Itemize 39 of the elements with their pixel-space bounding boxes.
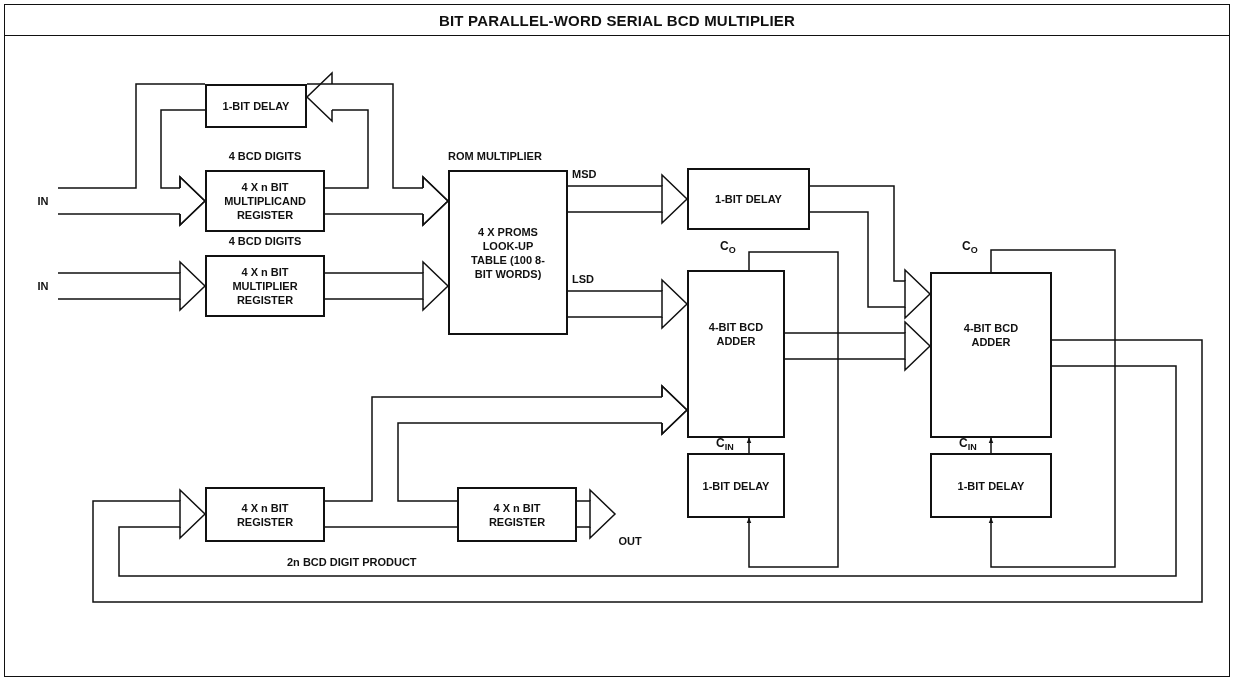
- process-box: 4 X n BIT REGISTER: [457, 487, 577, 542]
- block-heading: ROM MULTIPLIER: [448, 149, 543, 164]
- input-label: IN: [28, 276, 58, 296]
- bus-arrow: [324, 261, 449, 311]
- input-label: IN: [28, 191, 58, 211]
- process-box: 4 X n BIT MULTIPLICAND REGISTER: [205, 170, 325, 232]
- bus-arrow: [567, 279, 688, 329]
- edge-label: LSD: [572, 273, 594, 285]
- node-caption: 4 BCD DIGITS: [228, 235, 302, 247]
- pin-label: C$_{IN}$: [716, 436, 734, 452]
- process-box: 4 X n BIT REGISTER: [205, 487, 325, 542]
- process-box: 1-BIT DELAY: [930, 453, 1052, 518]
- bus-arrow: [784, 321, 931, 371]
- bus-arrow: [57, 261, 206, 311]
- bus-arrow: [809, 185, 931, 319]
- node-caption: 4 BCD DIGITS: [228, 150, 302, 162]
- process-box: 4-BIT BCD ADDER: [930, 272, 1052, 438]
- process-box: 1-BIT DELAY: [687, 168, 810, 230]
- diagram-title: BIT PARALLEL-WORD SERIAL BCD MULTIPLIER: [438, 11, 796, 29]
- bus-arrow: [92, 339, 1203, 603]
- process-box: 4 X PROMS LOOK-UP TABLE (100 8-BIT WORDS): [448, 170, 568, 335]
- note-label: 2n BCD DIGIT PRODUCT: [287, 556, 417, 568]
- line: [57, 83, 206, 189]
- line: [324, 526, 458, 528]
- pin-label: C$_{O}$: [962, 239, 978, 255]
- arrow: [988, 249, 1116, 568]
- arrow: [746, 251, 839, 568]
- bus-arrow: [567, 174, 688, 224]
- process-box: 4 X n BIT MULTIPLIER REGISTER: [205, 255, 325, 317]
- bus-arrow: [576, 489, 616, 539]
- process-box: 1-BIT DELAY: [205, 84, 307, 128]
- process-box: 1-BIT DELAY: [687, 453, 785, 518]
- output-label: OUT: [615, 505, 645, 551]
- edge-label: MSD: [572, 168, 597, 180]
- arrow: [988, 437, 994, 454]
- pin-label: C$_{IN}$: [959, 436, 977, 452]
- arrow: [746, 437, 752, 454]
- pin-label: C$_{O}$: [720, 239, 736, 255]
- process-box: 4-BIT BCD ADDER: [687, 270, 785, 438]
